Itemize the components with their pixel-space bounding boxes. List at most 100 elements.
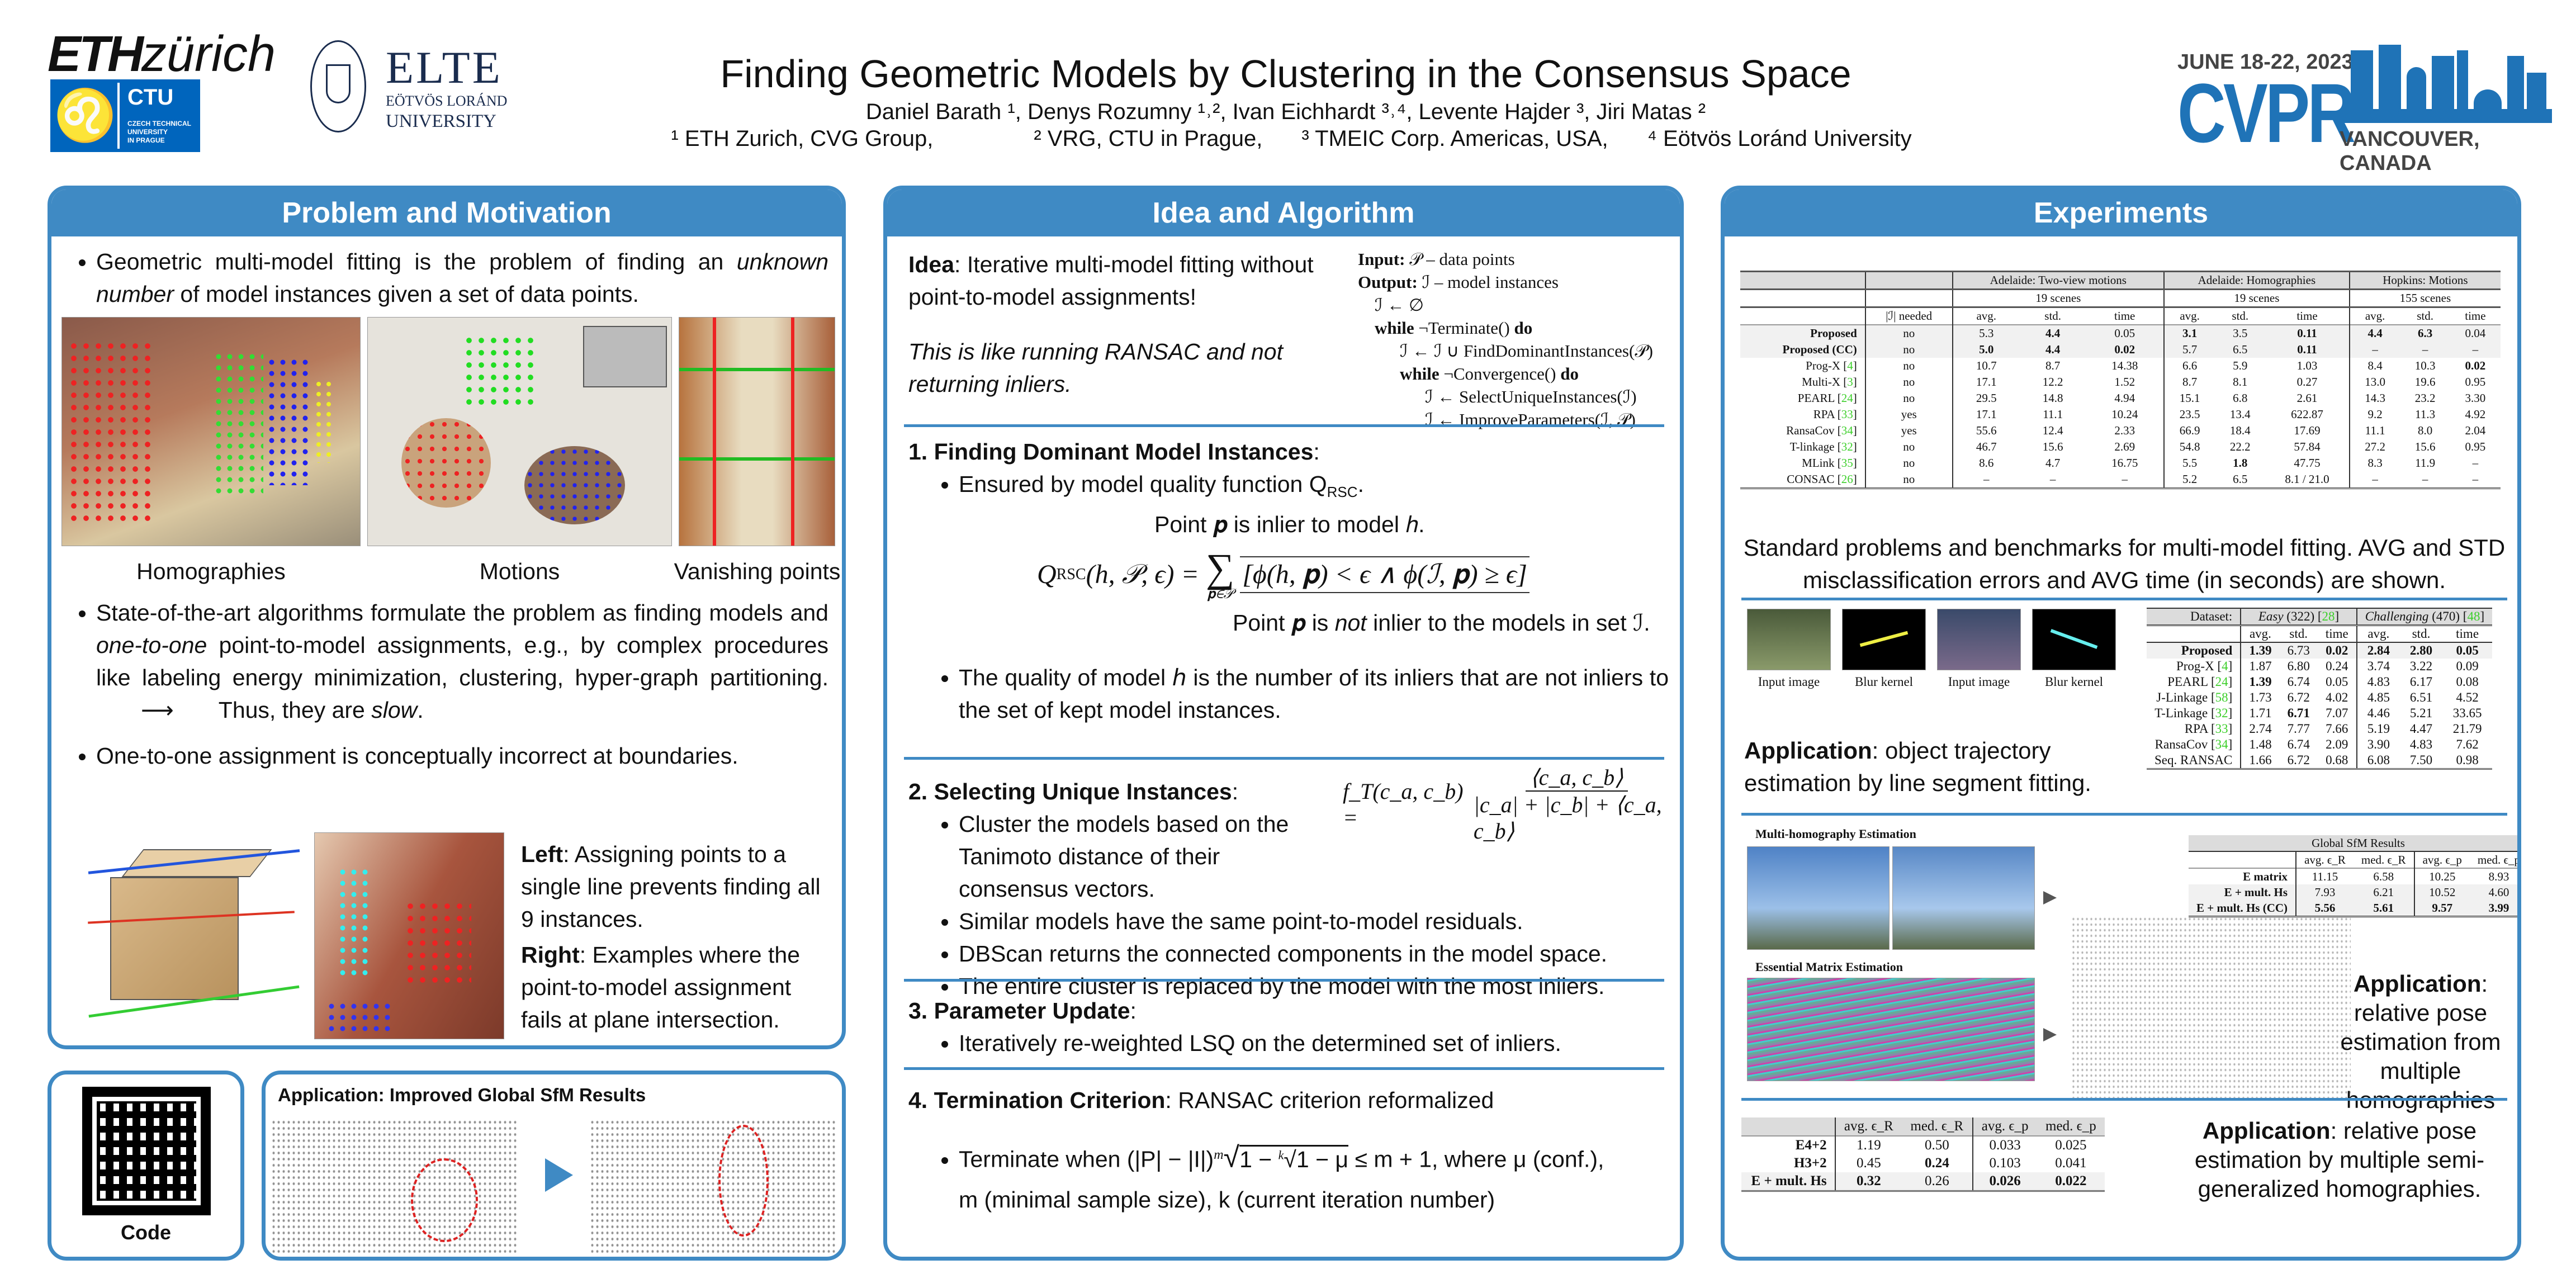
row-label: Multi-X [3] [1802, 375, 1857, 389]
sfm-before-image [271, 1119, 517, 1253]
divider [904, 1067, 1664, 1070]
method-name: J-Linkage [2156, 690, 2208, 704]
table-cell: 0.26 [1902, 1172, 1973, 1191]
affiliation: ³ TMEIC Corp. Americas, USA, [1301, 126, 1608, 151]
table-cell: 0.95 [2465, 440, 2486, 453]
column-header: avg. ϵ_R [2295, 851, 2354, 868]
column-header: std. [2289, 627, 2308, 641]
table-cell [1740, 307, 1865, 325]
text: Input: [1358, 249, 1405, 269]
arrow-right-icon [545, 1158, 573, 1192]
formula-annotation: Point 𝒑 is inlier to model ℎ. [1154, 512, 1425, 538]
input-image [1747, 609, 1831, 670]
table-cell: 10.52 [2413, 884, 2470, 900]
text: Left [521, 841, 564, 867]
table-cell: 9.57 [2413, 900, 2470, 917]
table-cell: 0.02 [2465, 359, 2486, 372]
table-cell: 10.7 [1952, 358, 2020, 374]
row-label: E + mult. Hs [2189, 884, 2296, 900]
qr-code-icon[interactable] [82, 1087, 211, 1215]
text: not [1334, 610, 1367, 636]
divider [904, 424, 1664, 427]
text: 1 − μ [1296, 1145, 1349, 1172]
bullet-list: State-of-the-art algorithms formulate th… [63, 596, 828, 772]
text: RSC [1327, 484, 1358, 501]
group-header: Hopkins: Motions [2348, 271, 2501, 290]
table-cell: 7.93 [2295, 884, 2354, 900]
table-header-row: Dataset:Easy (322) [28]Challenging (470)… [2147, 608, 2493, 626]
text: Idea [908, 252, 955, 277]
table-cell: 2.84 [2356, 642, 2400, 659]
table-cell: 55.6 [1952, 423, 2020, 439]
text: ℐ – model instances [1422, 272, 1559, 292]
input-image [1937, 609, 2021, 670]
table-cell: 2.80 [2399, 642, 2443, 659]
table-cell: 0.05 [2326, 675, 2348, 689]
app1-caption: Application: object trajectory estimatio… [1744, 735, 2135, 799]
table-cell: 6.74 [2287, 675, 2310, 689]
row-label: Prog-X [4] [1806, 359, 1857, 372]
table-cell: 5.2 [2163, 471, 2215, 489]
table-cell: 0.68 [2326, 753, 2348, 767]
table-cell [1864, 289, 1953, 307]
table-cell [1740, 271, 1865, 290]
qr-panel: Code [48, 1071, 244, 1261]
table-cell: 1.71 [2240, 705, 2280, 721]
table-cell: 5.19 [2356, 721, 2400, 737]
citation: 48 [2467, 609, 2480, 623]
table-cell: 0.05 [2086, 325, 2164, 342]
text: 2. Selecting Unique Instances [908, 779, 1232, 804]
image-label: Homographies [136, 558, 286, 584]
text: of model instances given a set of data p… [174, 281, 639, 307]
table-cell: 6.3 [2400, 325, 2450, 342]
column-header: time [2456, 627, 2479, 641]
citation: 28 [2322, 609, 2335, 623]
method-name: RansaCov [1786, 424, 1835, 437]
elte-sub: EÖTVÖS LORÁND [386, 93, 508, 109]
table-cell: 0.033 [1972, 1136, 2037, 1154]
homographies-image [61, 317, 361, 546]
column-header: avg. [1952, 307, 2020, 325]
table-cell: 1.66 [2240, 752, 2280, 769]
section-1: 1. Finding Dominant Model Instances: Ens… [908, 435, 1669, 726]
needed-cell: no [1864, 455, 1953, 471]
row-label: RPA [33] [1813, 408, 1857, 421]
text: point-to-model assignments, e.g., by com… [96, 632, 828, 690]
divider [1741, 1098, 2507, 1101]
column-header: time [2325, 627, 2348, 641]
table-cell: 2.09 [2326, 737, 2348, 751]
text: Geometric multi-model fitting is the pro… [96, 249, 737, 274]
row-label: Proposed [2147, 642, 2241, 659]
needed-cell: no [1864, 471, 1953, 489]
fraction-numerator: ⟨c_a, c_b⟩ [1526, 764, 1628, 792]
elte-seal-icon [310, 40, 366, 132]
table-cell: 1.19 [1834, 1136, 1902, 1154]
column-header: std. [2044, 309, 2062, 323]
text: ≤ m + 1, where μ (conf.), [1348, 1146, 1604, 1172]
text: : [1232, 779, 1239, 804]
image-label: Input image [1758, 675, 1820, 689]
reconstruction-pointcloud [2071, 916, 2351, 1101]
trajectory-images: Input image Blur kernel Input image Blur… [1747, 609, 2122, 704]
table-cell: 7.66 [2326, 722, 2348, 736]
divider [1741, 813, 2507, 816]
table-cell: 0.24 [1924, 1156, 1949, 1171]
section-title: Idea and Algorithm [887, 190, 1680, 236]
bullet: One-to-one assignment is conceptually in… [96, 740, 828, 772]
table-cell: 0.103 [1972, 1154, 2037, 1172]
table-cell: 23.2 [2414, 391, 2436, 405]
table-cell: 4.4 [2019, 342, 2086, 358]
table-cell: 622.87 [2291, 408, 2323, 421]
needed-cell: no [1864, 358, 1953, 374]
row-label: J-Linkage [58] [2156, 690, 2233, 704]
table-cell [2147, 626, 2241, 643]
method-name: MLink [1802, 456, 1835, 470]
